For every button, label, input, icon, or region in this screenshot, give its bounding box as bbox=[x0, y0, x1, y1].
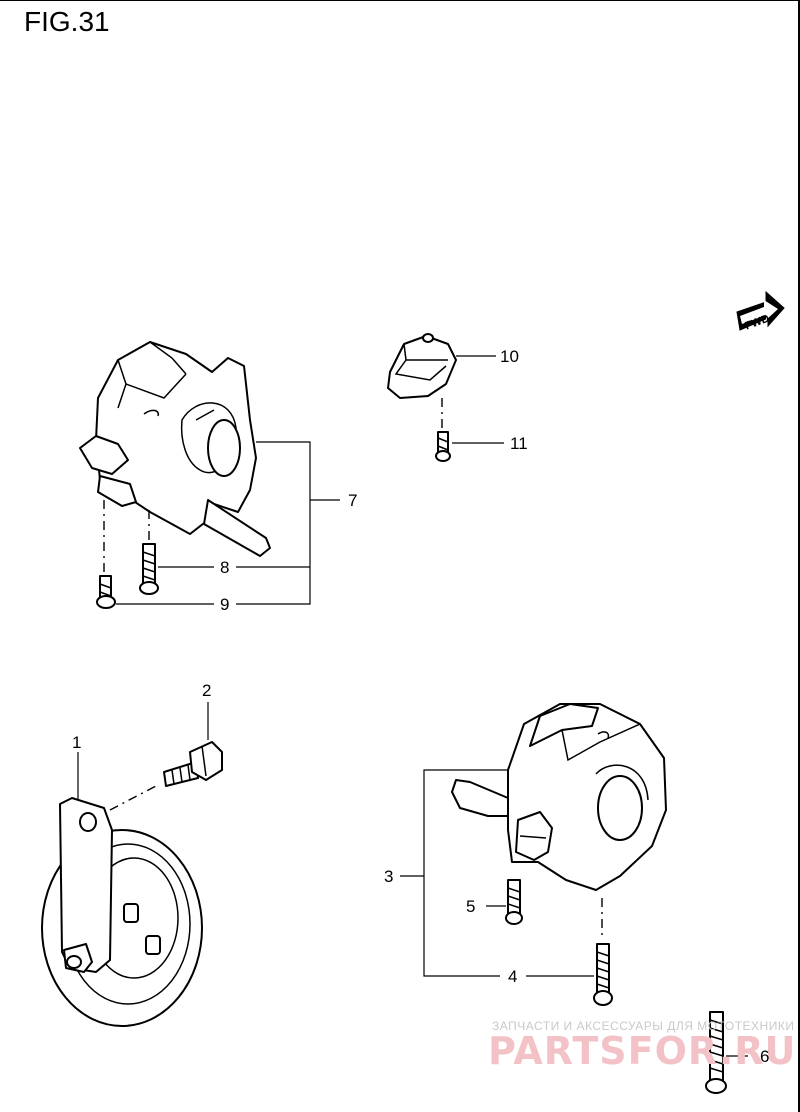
switch-button-10 bbox=[387, 333, 457, 399]
watermark-subtitle: ЗАПЧАСТИ И АКСЕССУАРЫ ДЛЯ МОТОТЕХНИКИ bbox=[492, 1019, 794, 1033]
horn bbox=[41, 797, 203, 1027]
screw-5 bbox=[505, 879, 523, 925]
screw-9 bbox=[96, 575, 116, 609]
callout-10: 10 bbox=[500, 347, 519, 366]
callout-3: 3 bbox=[384, 867, 393, 886]
callout-11: 11 bbox=[510, 434, 528, 453]
right-handlebar-switch bbox=[451, 703, 667, 891]
callout-9: 9 bbox=[220, 595, 229, 614]
callout-1: 1 bbox=[72, 733, 81, 752]
screw-6 bbox=[705, 1011, 727, 1094]
callout-6: 6 bbox=[760, 1047, 769, 1066]
fwd-direction-badge: FWD bbox=[736, 290, 785, 332]
screw-4 bbox=[593, 943, 613, 1006]
watermark-brand: PARTSFOR.RU bbox=[488, 1029, 796, 1073]
callout-4: 4 bbox=[508, 967, 517, 986]
callout-2: 2 bbox=[202, 681, 211, 700]
screw-11 bbox=[435, 431, 451, 462]
callout-7: 7 bbox=[348, 491, 357, 510]
callout-5: 5 bbox=[466, 897, 475, 916]
figure-title: FIG.31 bbox=[24, 6, 110, 37]
watermark: ЗАПЧАСТИ И АКСЕССУАРЫ ДЛЯ МОТОТЕХНИКИ PA… bbox=[488, 1019, 796, 1073]
bolt-2 bbox=[163, 741, 223, 787]
left-handlebar-switch bbox=[79, 341, 271, 557]
callout-8: 8 bbox=[220, 558, 229, 577]
screw-8 bbox=[139, 543, 159, 595]
